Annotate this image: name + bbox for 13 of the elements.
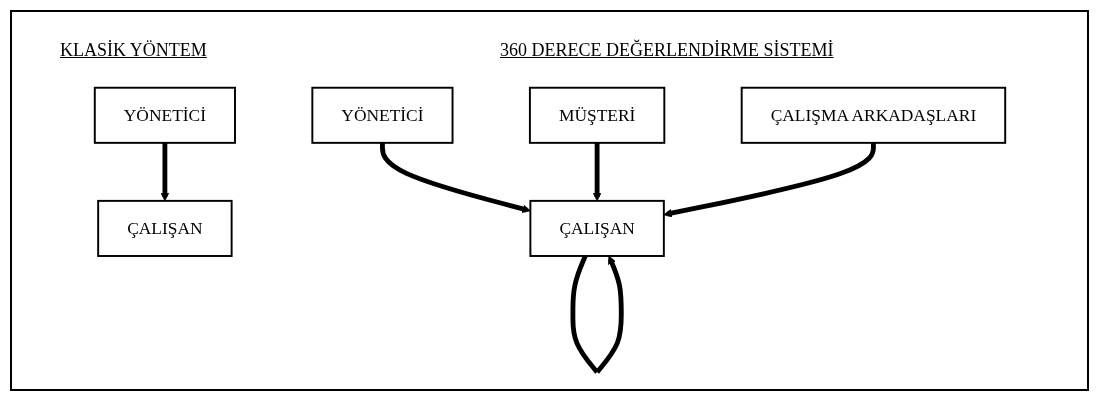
node-box: YÖNETİCİ	[311, 86, 454, 144]
arrow	[380, 142, 531, 213]
arrow	[160, 142, 170, 202]
section-heading: 360 DERECE DEĞERLENDİRME SİSTEMİ	[500, 40, 834, 61]
arrow	[570, 255, 624, 374]
section-heading: KLASİK YÖNTEM	[60, 40, 207, 61]
node-box: ÇALIŞAN	[529, 199, 665, 257]
arrow	[592, 142, 602, 202]
arrow	[663, 142, 876, 218]
node-box: YÖNETİCİ	[93, 86, 236, 144]
node-box: ÇALIŞMA ARKADAŞLARI	[740, 86, 1007, 144]
node-box: MÜŞTERİ	[528, 86, 666, 144]
node-box: ÇALIŞAN	[97, 199, 233, 257]
